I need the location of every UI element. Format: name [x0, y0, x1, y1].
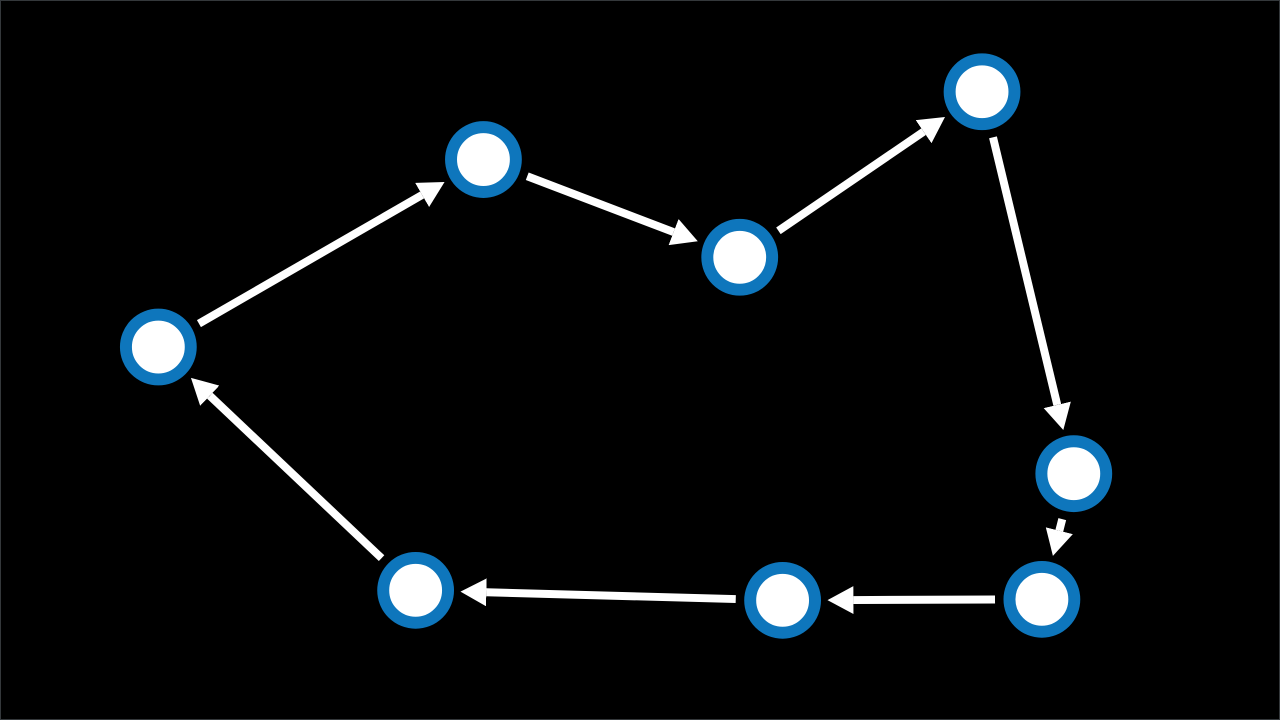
graph-edge-node-bottom-middle-to-node-bottom-left: [460, 578, 736, 607]
graph-node-left: [119, 308, 197, 386]
graph-node-right: [1035, 435, 1113, 513]
graph-node-bottom-left: [377, 551, 455, 629]
graph-node-bottom-middle: [744, 561, 821, 639]
graph-edge-node-right-to-node-bottom-right: [1045, 518, 1073, 556]
graph-node-bottom-right: [1003, 560, 1081, 638]
graph-node-upper-left: [445, 121, 522, 198]
graph-node-middle: [701, 218, 779, 296]
graph-edge-node-upper-left-to-node-middle: [525, 172, 698, 246]
graph-edge-node-bottom-right-to-node-bottom-middle: [827, 586, 996, 615]
graph-edge-node-top-right-to-node-right: [989, 136, 1071, 431]
graph-edge-node-bottom-left-to-node-left: [190, 377, 385, 562]
graph-edge-node-middle-to-node-top-right: [776, 117, 945, 235]
graph-node-top-right: [943, 53, 1021, 131]
graph-edge-node-left-to-node-upper-left: [196, 181, 445, 328]
